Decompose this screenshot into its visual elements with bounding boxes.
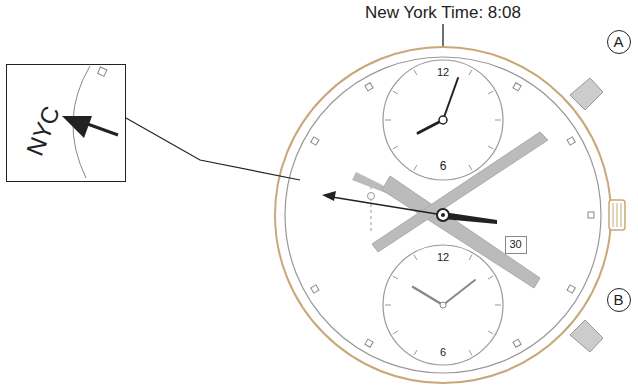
dial-tick [495,305,501,306]
dial-tick [469,350,472,355]
dial-tick [469,255,472,260]
dial-tick [488,331,493,334]
dial-number: 12 [437,252,449,263]
hour-marker [567,285,575,293]
hour-marker [365,83,373,91]
dial-tick [393,146,398,149]
button-label: B [607,288,631,312]
dial-tick [414,70,417,75]
hour-marker [311,137,319,145]
dial-tick [393,91,398,94]
node-text: NYC [22,103,63,159]
dial-tick [414,255,417,260]
dial-number: 12 [437,67,449,78]
dial-tick [488,276,493,279]
hour-marker [513,83,521,91]
dial-tick [385,120,391,121]
hour-marker [513,339,521,347]
dial-tick [488,146,493,149]
dial-tick [495,120,501,121]
hour-marker [311,285,319,293]
hour-marker [588,212,594,218]
dial-number: 6 [440,160,447,172]
date-window: 30 [505,236,527,254]
hour-marker [567,137,575,145]
node-text: B [614,292,624,307]
dial-tick [393,331,398,334]
dial-tick [469,70,472,75]
node-text: A [614,34,624,49]
hour-marker [365,339,373,347]
dial-tick [385,305,391,306]
caption-text: New York Time: 8:08 [365,4,521,21]
inset-box: NYC [6,64,126,182]
dial-tick [393,276,398,279]
dial-tick [469,165,472,170]
dial-tick [488,91,493,94]
dial-tick [414,350,417,355]
dial-number: 6 [440,347,446,358]
dial-tick [414,165,417,170]
button-label: A [607,30,631,54]
node-text: 30 [509,239,521,250]
